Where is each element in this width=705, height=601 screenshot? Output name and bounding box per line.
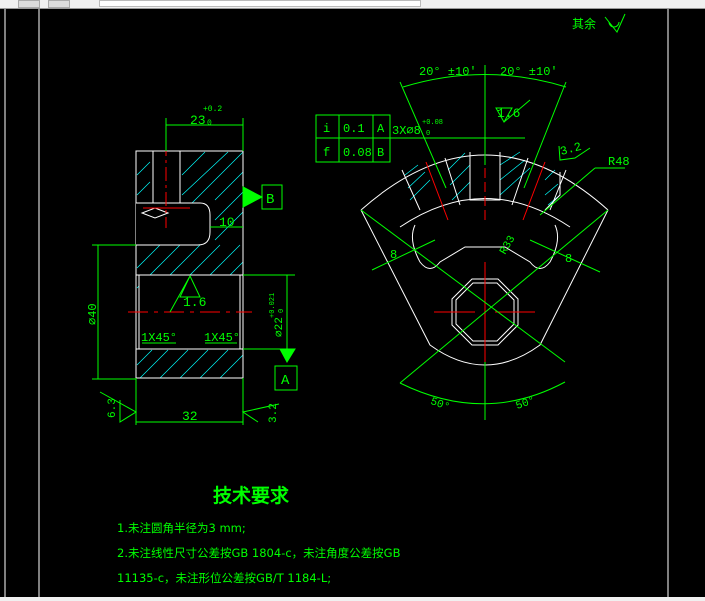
dim-right: 8 <box>565 252 572 266</box>
datum-b-label: B <box>266 192 274 208</box>
radius-outer: R48 <box>608 155 630 169</box>
tech-requirements-title: 技术要求 <box>213 484 290 507</box>
datum-a-box <box>274 365 298 391</box>
angle-bottom-right: 50° <box>514 395 537 413</box>
tol-row-1-value: 0.1 <box>343 122 365 136</box>
tech-requirement-line: 11135-c，未注形位公差按GB/T 1184-L; <box>117 571 331 585</box>
dim-width-top-tol: +0.2 <box>203 105 222 114</box>
dim-width-top-tol-low: 0 <box>207 119 212 128</box>
roughness-symbol-icon <box>604 13 626 33</box>
dim-left: 8 <box>390 248 397 262</box>
tol-row-1-datum: A <box>377 122 385 136</box>
left-section-view: B A 23 +0.2 0 10 ⌀40 ⌀22 +0.021 0 1.6 1X… <box>86 105 298 425</box>
angle-bottom-left: 50° <box>428 396 451 414</box>
roughness-corner: 3.2 <box>559 140 583 159</box>
dim-slot: 10 <box>219 215 235 230</box>
roughness-left: 6.3 <box>107 398 119 418</box>
status-strip <box>0 597 705 601</box>
angle-left: 20° ±10′ <box>419 65 477 79</box>
roughness-top: 1.6 <box>497 106 520 121</box>
roughness-right: 3.2 <box>268 403 280 423</box>
drawing-frame <box>4 9 669 597</box>
holes-dim: 3X⌀8 <box>392 124 421 138</box>
right-front-view: 20° ±10′ 20° ±10′ 1.6 3.2 R48 R33 8 8 50… <box>360 65 630 420</box>
tolerance-frame <box>315 114 525 163</box>
dim-outer-dia: ⌀40 <box>86 303 100 325</box>
tol-row-2-value: 0.08 <box>343 146 372 160</box>
dim-width-top: 23 <box>190 113 206 128</box>
toolbar-button[interactable] <box>18 0 40 8</box>
roughness-note-label: 其余 <box>572 16 596 31</box>
tol-row-1-symbol: i <box>323 122 330 136</box>
datum-b-box <box>261 184 283 210</box>
holes-tol-low: 0 <box>426 130 430 138</box>
dim-bore: ⌀22 <box>274 317 286 337</box>
toolbar-button[interactable] <box>48 0 70 8</box>
dim-bore-tol-low: 0 <box>278 309 286 313</box>
cad-toolbar <box>0 0 705 9</box>
chamfer-left: 1X45° <box>141 331 177 345</box>
datum-a-label: A <box>281 373 290 389</box>
toolbar-field[interactable] <box>99 0 421 7</box>
tech-requirement-line: 2.未注线性尺寸公差按GB 1804-c，未注角度公差按GB <box>117 546 401 560</box>
tol-row-2-datum: B <box>377 146 384 160</box>
dim-length: 32 <box>182 409 198 424</box>
dim-bore-tol: +0.021 <box>269 293 277 318</box>
angle-right: 20° ±10′ <box>500 65 558 79</box>
holes-tol: +0.08 <box>422 119 443 127</box>
tech-requirement-line: 1.未注圆角半径为3 mm; <box>117 521 246 535</box>
tol-row-2-symbol: f <box>323 146 330 160</box>
roughness-bore: 1.6 <box>183 295 206 310</box>
chamfer-right: 1X45° <box>204 331 240 345</box>
